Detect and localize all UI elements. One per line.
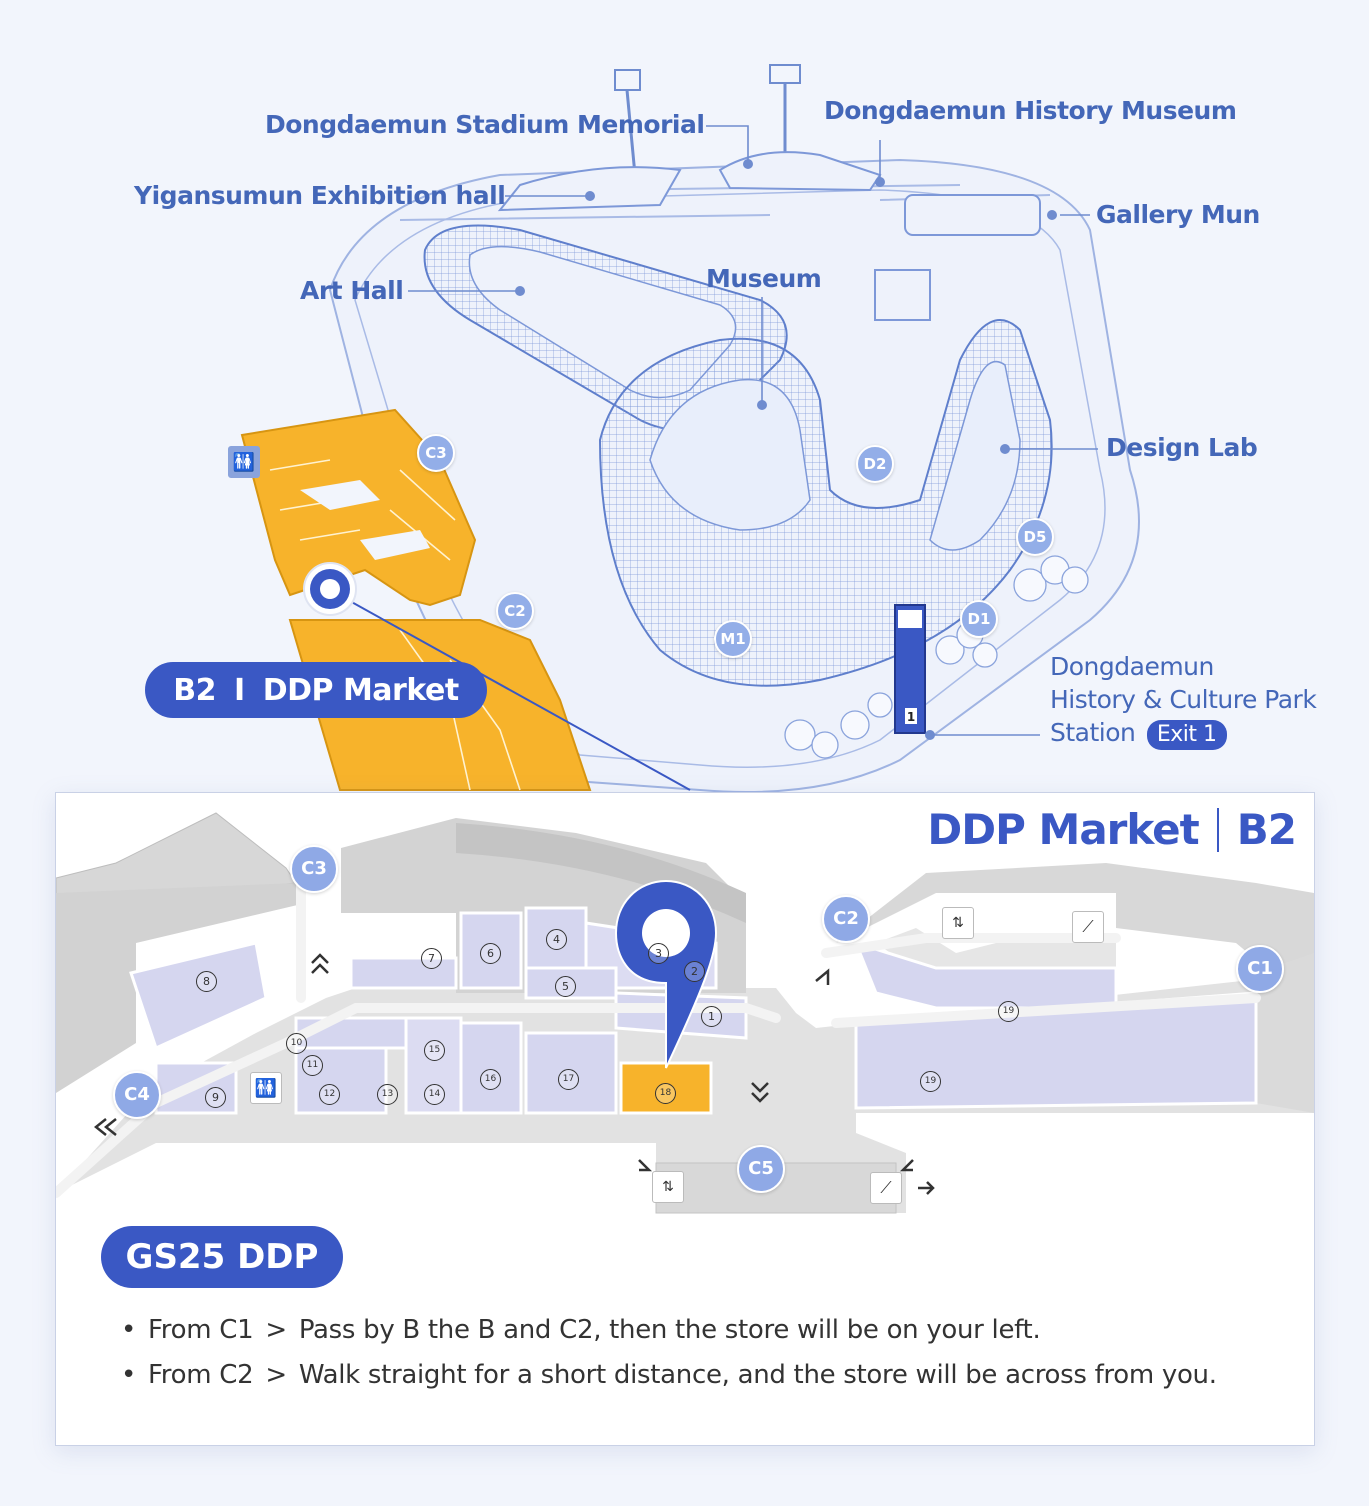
unit-number: 12 [319, 1084, 340, 1105]
unit-number: 9 [205, 1087, 226, 1108]
unit-number: 19 [998, 1001, 1019, 1022]
title-separator [1216, 807, 1219, 852]
direction-from: From C2 [148, 1360, 254, 1390]
label-station-line3: Station Exit 1 [1050, 718, 1227, 750]
gate-badge-c2: C2 [496, 592, 534, 630]
gate-badge-d1: D1 [960, 600, 998, 638]
unit-number: 1 [701, 1006, 722, 1027]
unit-number: 18 [655, 1083, 676, 1104]
floor-map-title-floor: B2 [1236, 805, 1297, 854]
bullet: • [121, 1360, 137, 1390]
label-design-lab: Design Lab [1106, 433, 1258, 462]
direction-from: From C1 [148, 1315, 254, 1345]
floor-map-title: DDP Market B2 [927, 805, 1297, 854]
floor-gate-c5: C5 [737, 1145, 785, 1193]
floor-pill-floor: B2 [173, 672, 217, 708]
elevator-icon: ⇅ [652, 1171, 684, 1203]
gate-badge-d2: D2 [856, 445, 894, 483]
escalator-icon: ⟋ [870, 1172, 902, 1204]
floor-pill-divider: I [234, 672, 245, 708]
floor-gate-c2: C2 [822, 895, 870, 943]
unit-number: 10 [286, 1033, 307, 1054]
floor-pill: B2 I DDP Market [145, 662, 487, 718]
unit-number: 15 [424, 1040, 445, 1061]
floor-gate-c4: C4 [113, 1071, 161, 1119]
label-art-hall: Art Hall [300, 276, 404, 305]
bullet: • [121, 1315, 137, 1345]
floor-map-card: DDP Market B2 C3 C2 C1 C4 C5 8 7 6 4 3 2… [55, 792, 1315, 1446]
floor-map-title-name: DDP Market [927, 805, 1199, 854]
unit-number: 11 [302, 1055, 323, 1076]
restroom-icon: 🚻 [250, 1072, 282, 1104]
direction-text: Walk straight for a short distance, and … [298, 1360, 1217, 1390]
floor-plan [56, 812, 1314, 1214]
unit-number: 5 [555, 976, 576, 997]
gate-badge-c3: C3 [417, 434, 455, 472]
unit-number: 4 [546, 929, 567, 950]
unit-number: 7 [421, 948, 442, 969]
unit-number: 6 [480, 943, 501, 964]
floor-gate-c1: C1 [1236, 945, 1284, 993]
unit-number: 3 [648, 943, 669, 964]
gate-badge-m1: M1 [714, 620, 752, 658]
label-station-line2: History & Culture Park [1050, 685, 1317, 714]
unit-number: 14 [424, 1084, 445, 1105]
unit-number: 17 [558, 1069, 579, 1090]
unit-number: 8 [196, 971, 217, 992]
label-museum: Museum [706, 264, 822, 293]
floor-gate-c3: C3 [290, 845, 338, 893]
unit-number: 19 [920, 1071, 941, 1092]
label-stadium-memorial: Dongdaemun Stadium Memorial [265, 110, 705, 139]
escalator-icon: ⟋ [1072, 911, 1104, 943]
floor-pill-name: DDP Market [262, 672, 459, 708]
label-gallery-mun: Gallery Mun [1096, 200, 1260, 229]
overview-illustration: 1 [240, 64, 1140, 793]
unit-number: 13 [377, 1084, 398, 1105]
elevator-icon: ⇅ [942, 907, 974, 939]
unit-number: 2 [684, 961, 705, 982]
direction-item: • From C1 > Pass by B the B and C2, then th… [121, 1315, 1041, 1345]
store-name-pill: GS25 DDP [101, 1226, 343, 1288]
exit-badge: Exit 1 [1146, 720, 1227, 750]
unit-number: 16 [480, 1069, 501, 1090]
chevron-right-icon: > [265, 1360, 287, 1390]
restroom-icon: 🚻 [228, 446, 260, 478]
label-history-museum: Dongdaemun History Museum [824, 96, 1237, 125]
chevron-right-icon: > [265, 1315, 287, 1345]
gate-badge-d5: D5 [1016, 518, 1054, 556]
direction-text: Pass by B the B and C2, then the store w… [298, 1315, 1041, 1345]
label-yigansumun: Yigansumun Exhibition hall [134, 181, 506, 210]
label-station-line1: Dongdaemun [1050, 652, 1214, 681]
svg-text:1: 1 [907, 710, 915, 724]
direction-item: • From C2 > Walk straight for a short dista… [121, 1360, 1217, 1390]
